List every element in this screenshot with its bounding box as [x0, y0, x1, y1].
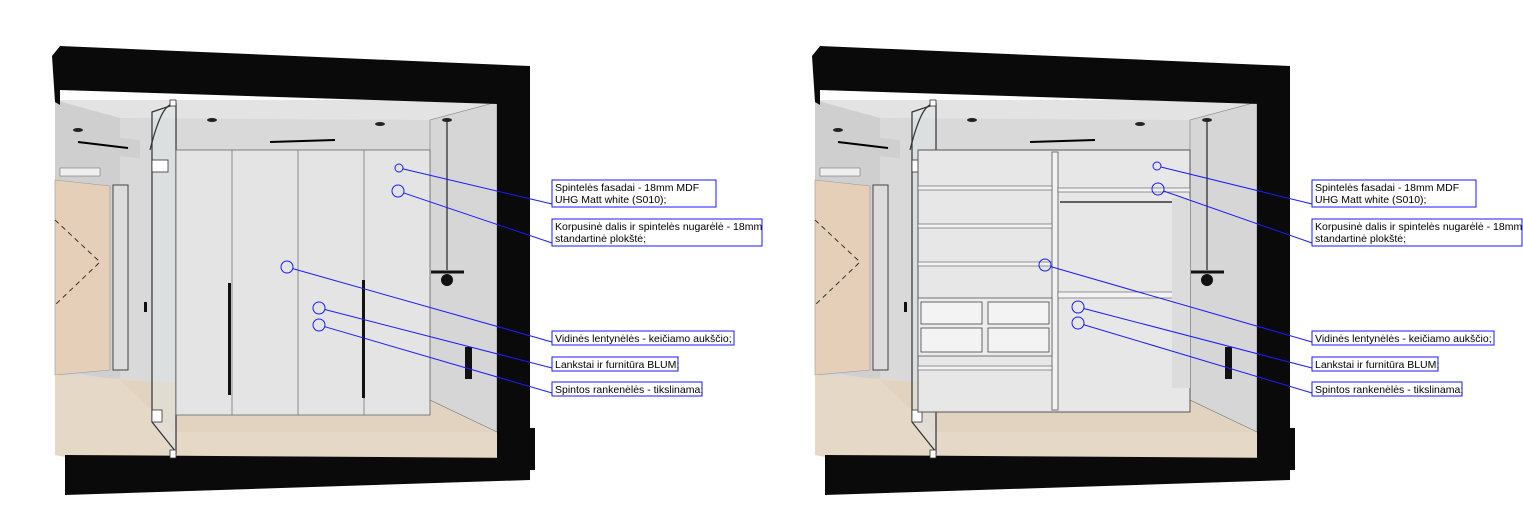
callout-leader [1050, 266, 1313, 343]
callout-leader [1160, 166, 1313, 205]
callout-marker [280, 260, 294, 274]
callout-text: Spintos rankenėlės - tikslinama; [1315, 384, 1463, 396]
callout-box [551, 381, 703, 397]
callout-box [551, 330, 735, 346]
callout-leader [402, 168, 553, 205]
callout-marker [391, 184, 405, 198]
callout-marker [394, 163, 404, 173]
callout-box [1311, 381, 1463, 397]
open-wardrobe-view [810, 44, 1297, 497]
callout-box [1311, 218, 1523, 247]
callout-box [551, 356, 679, 372]
callout-marker [1071, 300, 1085, 314]
door-handle-left [228, 283, 231, 395]
callout-marker [1071, 316, 1085, 330]
callout-leader [403, 192, 553, 244]
callout-leader [1083, 324, 1313, 394]
callout-text: UHG Matt white (S010); [555, 194, 666, 206]
callout-leader [324, 309, 553, 369]
callout-text: Lankstai ir furnitūra BLUM; [555, 359, 679, 371]
callout-marker [1151, 182, 1165, 196]
callout-leader [324, 326, 553, 394]
callout-box [551, 179, 717, 208]
callout-text: Vidinės lentynėlės - keičiamo aukščio; [555, 333, 732, 345]
callout-text: standartinė plokštė; [1315, 233, 1406, 245]
callout-marker [1152, 161, 1162, 171]
wardrobe-fronts [175, 149, 431, 416]
wardrobe-carcass [917, 149, 1191, 413]
callout-leader [1083, 308, 1313, 369]
callout-text: Lankstai ir furnitūra BLUM; [1315, 359, 1439, 371]
callout-text: Vidinės lentynėlės - keičiamo aukščio; [1315, 333, 1492, 345]
callout-text: Korpusinė dalis ir spintelės nugarėlė - … [555, 221, 762, 233]
callout-box [1311, 330, 1495, 346]
callout-text: standartinė plokštė; [555, 233, 646, 245]
callout-box [551, 218, 763, 247]
callout-leader [292, 268, 553, 343]
callout-text: UHG Matt white (S010); [1315, 194, 1426, 206]
callout-box [1311, 179, 1477, 208]
callout-leader [1163, 190, 1313, 244]
callout-text: Spintelės fasadai - 18mm MDF [555, 182, 699, 194]
callout-marker [312, 318, 326, 332]
callout-box [1311, 356, 1439, 372]
callout-text: Korpusinė dalis ir spintelės nugarėlė - … [1315, 221, 1522, 233]
callout-text: Spintelės fasadai - 18mm MDF [1315, 182, 1459, 194]
callout-marker [1038, 258, 1052, 272]
callout-marker [312, 301, 326, 315]
closed-wardrobe-view [50, 44, 537, 497]
door-handle-right [362, 280, 365, 398]
callout-text: Spintos rankenėlės - tikslinama; [555, 384, 703, 396]
